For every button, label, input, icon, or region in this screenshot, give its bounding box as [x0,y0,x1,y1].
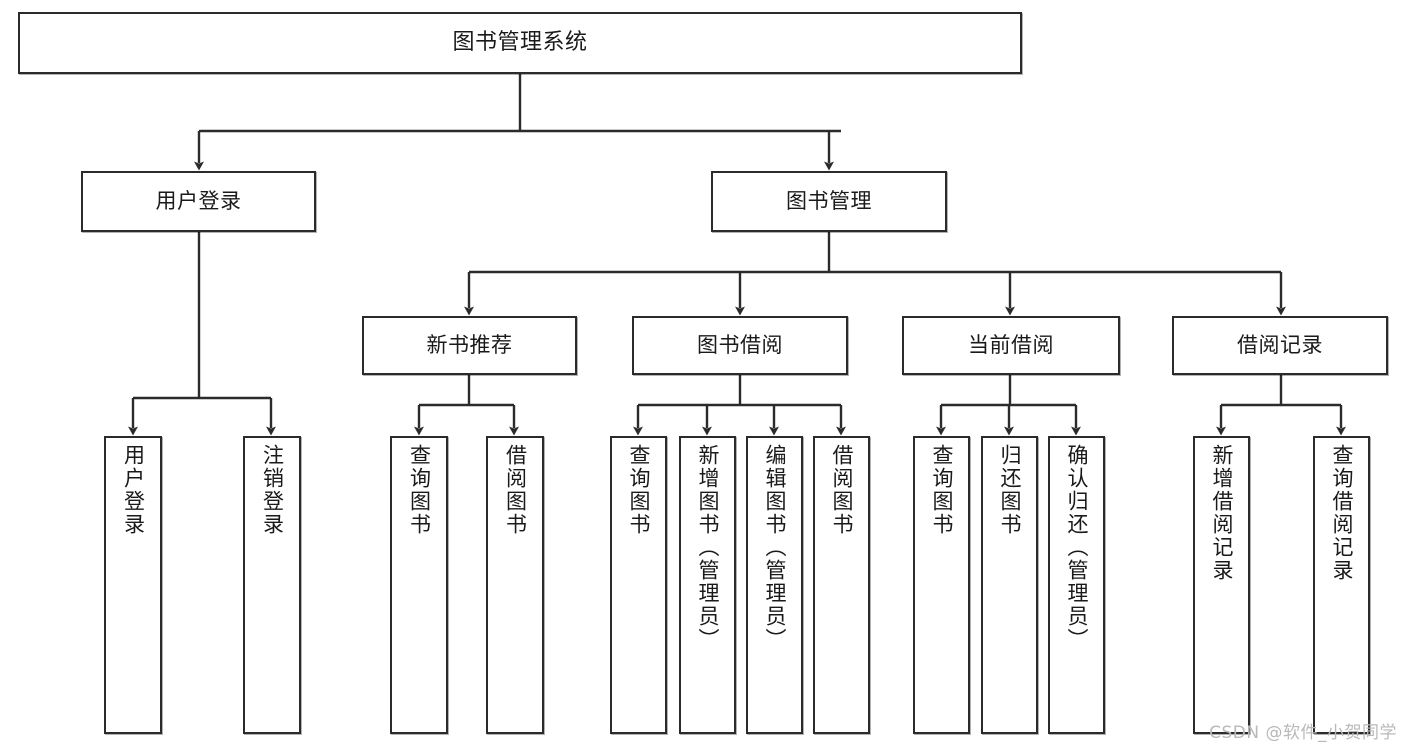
node-label: 编辑图书（管理员） [763,444,787,651]
node-book-borrow[interactable]: 图书借阅 [632,316,848,375]
leaf-record-query-record[interactable]: 查询借阅记录 [1313,436,1370,734]
leaf-borrow-add-book-admin[interactable]: 新增图书（管理员） [679,436,736,734]
node-new-book-recommend[interactable]: 新书推荐 [362,316,577,375]
node-label: 图书管理 [786,189,872,214]
leaf-borrow-edit-book-admin[interactable]: 编辑图书（管理员） [746,436,803,734]
node-label: 新增图书（管理员） [696,444,720,651]
node-label: 归还图书 [998,444,1022,536]
watermark: CSDN @软件_小贺同学 [1209,723,1397,743]
node-current-borrow[interactable]: 当前借阅 [902,316,1120,375]
node-label: 用户登录 [155,189,242,214]
node-label: 借阅图书 [830,444,854,536]
node-label: 图书管理系统 [452,30,588,56]
node-label: 查询图书 [407,444,432,536]
node-label: 图书借阅 [697,333,783,358]
node-book-management[interactable]: 图书管理 [711,171,947,232]
node-label: 确认归还（管理员） [1065,444,1089,651]
node-label: 借阅记录 [1237,333,1323,358]
node-label: 查询图书 [930,444,954,536]
leaf-borrow-query-book[interactable]: 查询图书 [610,436,667,734]
leaf-current-confirm-return-admin[interactable]: 确认归还（管理员） [1048,436,1105,734]
leaf-logout[interactable]: 注销登录 [243,436,301,734]
node-label: 借阅图书 [503,444,528,536]
node-label: 新书推荐 [426,333,513,358]
node-label: 用户登录 [121,444,146,536]
node-label: 查询借阅记录 [1330,444,1354,582]
node-label: 注销登录 [260,444,285,536]
leaf-recommend-query-book[interactable]: 查询图书 [390,436,448,734]
node-root-system[interactable]: 图书管理系统 [18,12,1022,74]
leaf-borrow-borrow-book[interactable]: 借阅图书 [813,436,870,734]
leaf-current-return-book[interactable]: 归还图书 [981,436,1038,734]
leaf-current-query-book[interactable]: 查询图书 [913,436,970,734]
node-label: 新增借阅记录 [1210,444,1234,582]
leaf-user-login[interactable]: 用户登录 [104,436,162,734]
node-borrow-record[interactable]: 借阅记录 [1172,316,1388,375]
node-user-login[interactable]: 用户登录 [81,171,316,232]
node-label: 查询图书 [627,444,651,536]
node-label: 当前借阅 [968,333,1054,358]
leaf-recommend-borrow-book[interactable]: 借阅图书 [486,436,544,734]
leaf-record-add-record[interactable]: 新增借阅记录 [1193,436,1250,734]
